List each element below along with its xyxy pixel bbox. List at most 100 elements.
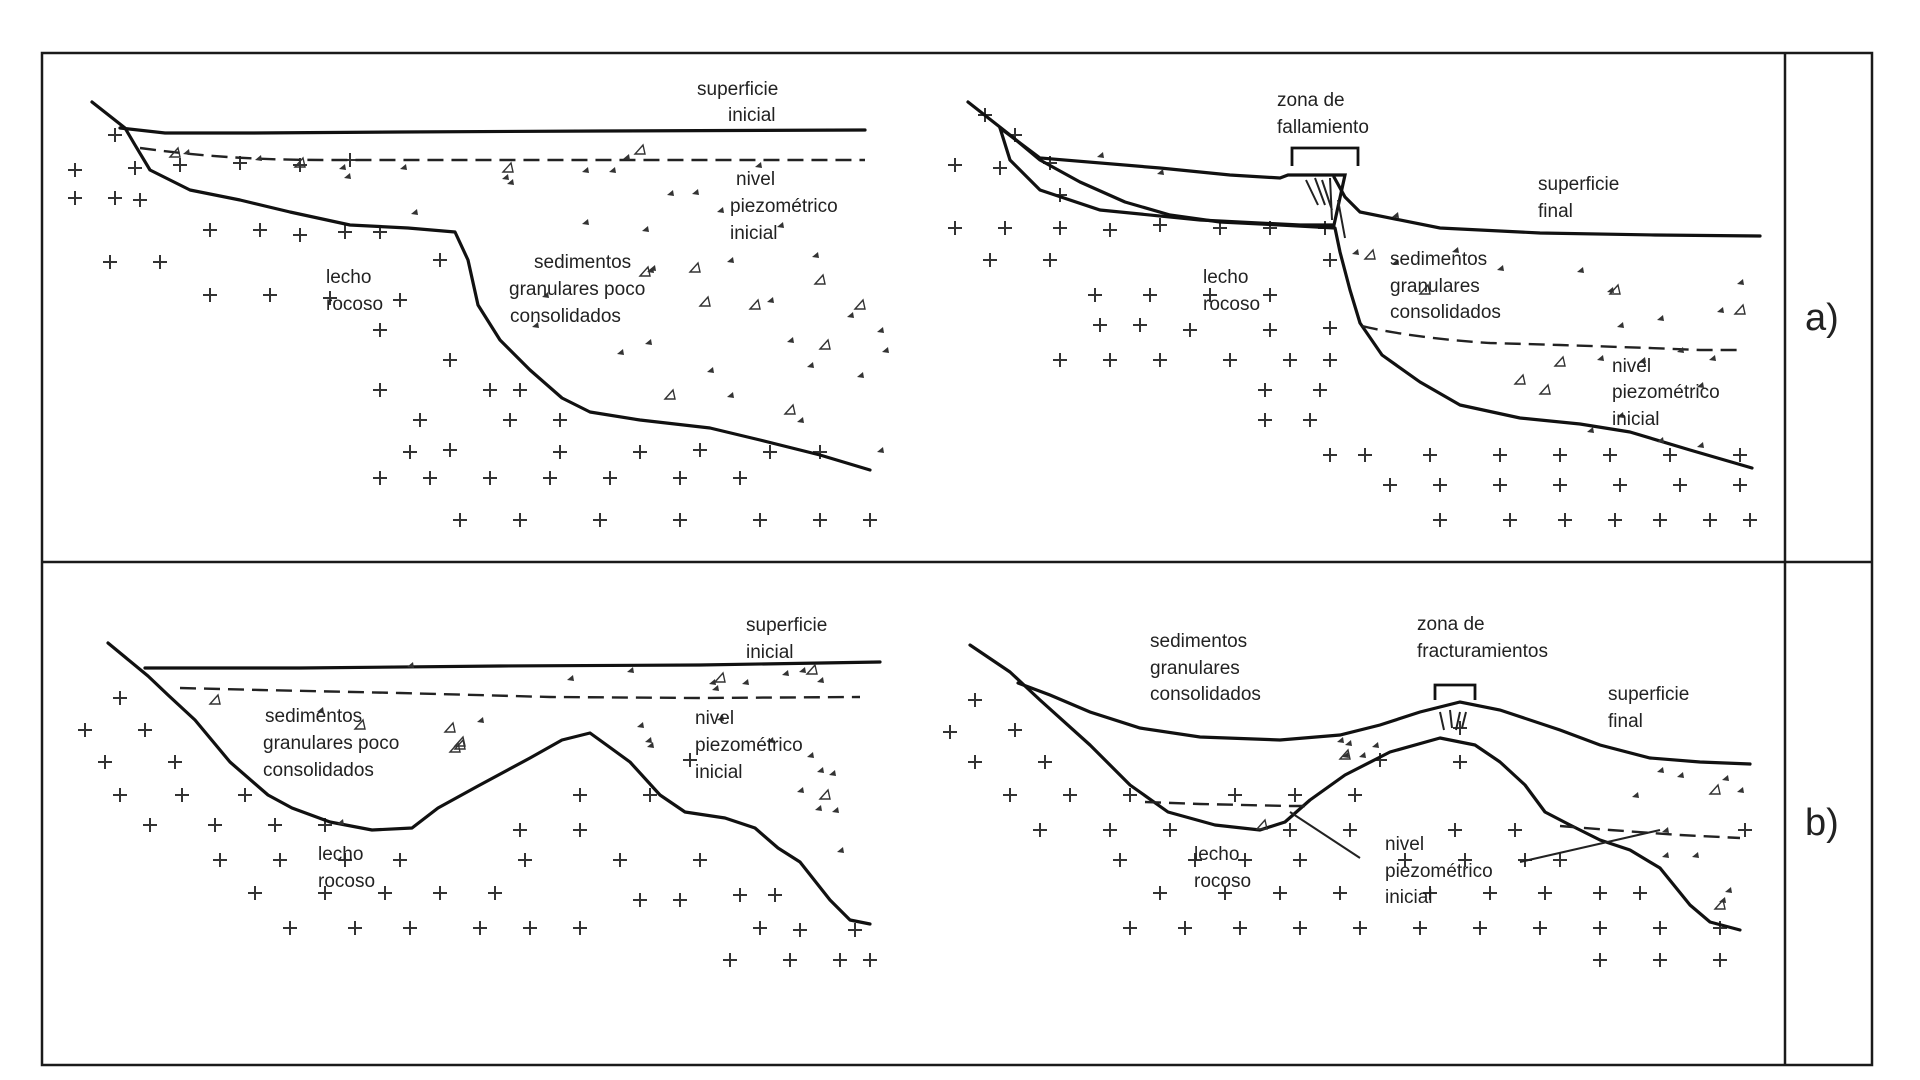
- bedrock-cross-mark: [1593, 886, 1607, 900]
- bedrock-cross-mark: [1558, 513, 1572, 527]
- bedrock-cross-mark: [518, 853, 532, 867]
- fault-zone-label: zona de fallamiento: [1277, 90, 1369, 138]
- sediment-grain: [1337, 737, 1344, 743]
- bedrock-cross-mark: [253, 223, 267, 237]
- sediment-grain: [1662, 827, 1669, 833]
- sediment-grain: [183, 149, 190, 155]
- bedrock-cross-mark: [673, 893, 687, 907]
- sediment-grain-outline: [353, 718, 366, 730]
- bedrock-cross-mark: [983, 253, 997, 267]
- sediment-grain: [847, 312, 854, 318]
- sediment-grain: [1587, 427, 1594, 433]
- bedrock-cross-mark: [323, 291, 337, 305]
- sediment-grain-outline: [1255, 818, 1268, 830]
- surface-label: superficie final: [1538, 174, 1625, 222]
- bedrock-cross-mark: [1508, 823, 1522, 837]
- sediment-grain-outline: [168, 146, 181, 158]
- bedrock-cross-mark: [1238, 853, 1252, 867]
- bedrock-cross-mark: [513, 513, 527, 527]
- bedrock-cross-mark: [1613, 478, 1627, 492]
- sediment-grain-outline: [805, 663, 818, 675]
- sediment-grain: [1677, 772, 1684, 778]
- bedrock-cross-mark: [263, 288, 277, 302]
- bedrock-contact-line: [966, 100, 1754, 470]
- sediment-grain: [507, 179, 514, 185]
- sediment-grain: [755, 162, 762, 168]
- bedrock-cross-mark: [1653, 513, 1667, 527]
- sediment-grain-outline: [813, 273, 826, 285]
- water-table-label: nivel piezométrico inicial: [695, 708, 808, 783]
- bedrock-cross-mark: [1103, 823, 1117, 837]
- sediment-grain: [400, 164, 407, 170]
- bedrock-cross-mark: [1233, 921, 1247, 935]
- bedrock-cross-mark: [175, 788, 189, 802]
- sediment-grain-outline: [638, 265, 651, 277]
- bedrock-cross-mark: [283, 921, 297, 935]
- bedrock-cross-mark: [348, 921, 362, 935]
- bedrock-cross-mark: [1483, 886, 1497, 900]
- bedrock-cross-mark: [1733, 448, 1747, 462]
- bedrock-cross-mark: [573, 921, 587, 935]
- bedrock-cross-mark: [543, 471, 557, 485]
- bedrock-cross-mark: [1448, 823, 1462, 837]
- sediment-grain: [1657, 315, 1664, 321]
- bedrock-cross-mark: [968, 693, 982, 707]
- bedrock-cross-mark: [1503, 513, 1517, 527]
- bedrock-cross-mark: [683, 753, 697, 767]
- bedrock-cross-mark: [553, 445, 567, 459]
- water-label-leader-left: [1289, 811, 1361, 859]
- sediment-grain: [1737, 787, 1744, 793]
- bedrock-cross-mark: [1033, 823, 1047, 837]
- bedrock-cross-mark: [1553, 448, 1567, 462]
- sediment-grain: [727, 392, 734, 398]
- sediment-grain: [609, 167, 616, 173]
- sediment-grain: [717, 207, 724, 213]
- bedrock-cross-mark: [113, 691, 127, 705]
- sediment-grain: [1632, 792, 1639, 798]
- bedrock-cross-mark: [293, 228, 307, 242]
- bedrock-cross-mark: [483, 471, 497, 485]
- bedrock-cross-mark: [1713, 953, 1727, 967]
- sediment-grain-outline: [1733, 303, 1746, 315]
- bedrock-cross-mark: [1303, 413, 1317, 427]
- bedrock-cross-mark: [483, 383, 497, 397]
- sediment-grain-outline: [688, 261, 701, 273]
- sediment-grain: [1597, 355, 1604, 361]
- bedrock-cross-mark: [1553, 478, 1567, 492]
- fracture-zone-label: zona de fracturamientos: [1417, 614, 1548, 662]
- sediment-grain: [797, 417, 804, 423]
- bedrock-cross-mark: [488, 886, 502, 900]
- sediment-grain: [807, 362, 814, 368]
- bedrock-cross-mark: [403, 921, 417, 935]
- bedrock-cross-mark: [1358, 448, 1372, 462]
- bedrock-cross-mark: [1343, 823, 1357, 837]
- sediment-grain: [777, 222, 784, 228]
- bedrock-cross-mark: [993, 161, 1007, 175]
- bedrock-cross-mark: [1533, 921, 1547, 935]
- initial-water-table: [1361, 324, 1740, 352]
- bedrock-cross-mark: [573, 823, 587, 837]
- bedrock-cross-mark: [863, 513, 877, 527]
- bedrock-cross-mark: [1538, 886, 1552, 900]
- sediment-grain: [877, 447, 884, 453]
- bedrock-cross-mark: [393, 853, 407, 867]
- bedrock-cross-mark: [1088, 288, 1102, 302]
- bedrock-cross-mark: [943, 725, 957, 739]
- bedrock-cross-mark: [113, 788, 127, 802]
- sediment-grain: [642, 226, 649, 232]
- sediment-grain: [645, 339, 652, 345]
- bedrock-cross-mark: [523, 921, 537, 935]
- sediment-grains: [183, 149, 889, 453]
- bedrock-cross-mark: [373, 383, 387, 397]
- bedrock-cross-mark: [1228, 788, 1242, 802]
- sediment-grain: [1392, 212, 1399, 218]
- initial-surface-line: [143, 660, 882, 670]
- bedrock-cross-mark: [1603, 448, 1617, 462]
- sediment-grain: [317, 707, 324, 713]
- bedrock-cross-mark: [693, 443, 707, 457]
- fault-fractures: [1305, 177, 1346, 239]
- sediment-grain: [339, 164, 346, 170]
- sediment-grain-outline: [1418, 283, 1431, 295]
- sediment-grain: [647, 742, 654, 748]
